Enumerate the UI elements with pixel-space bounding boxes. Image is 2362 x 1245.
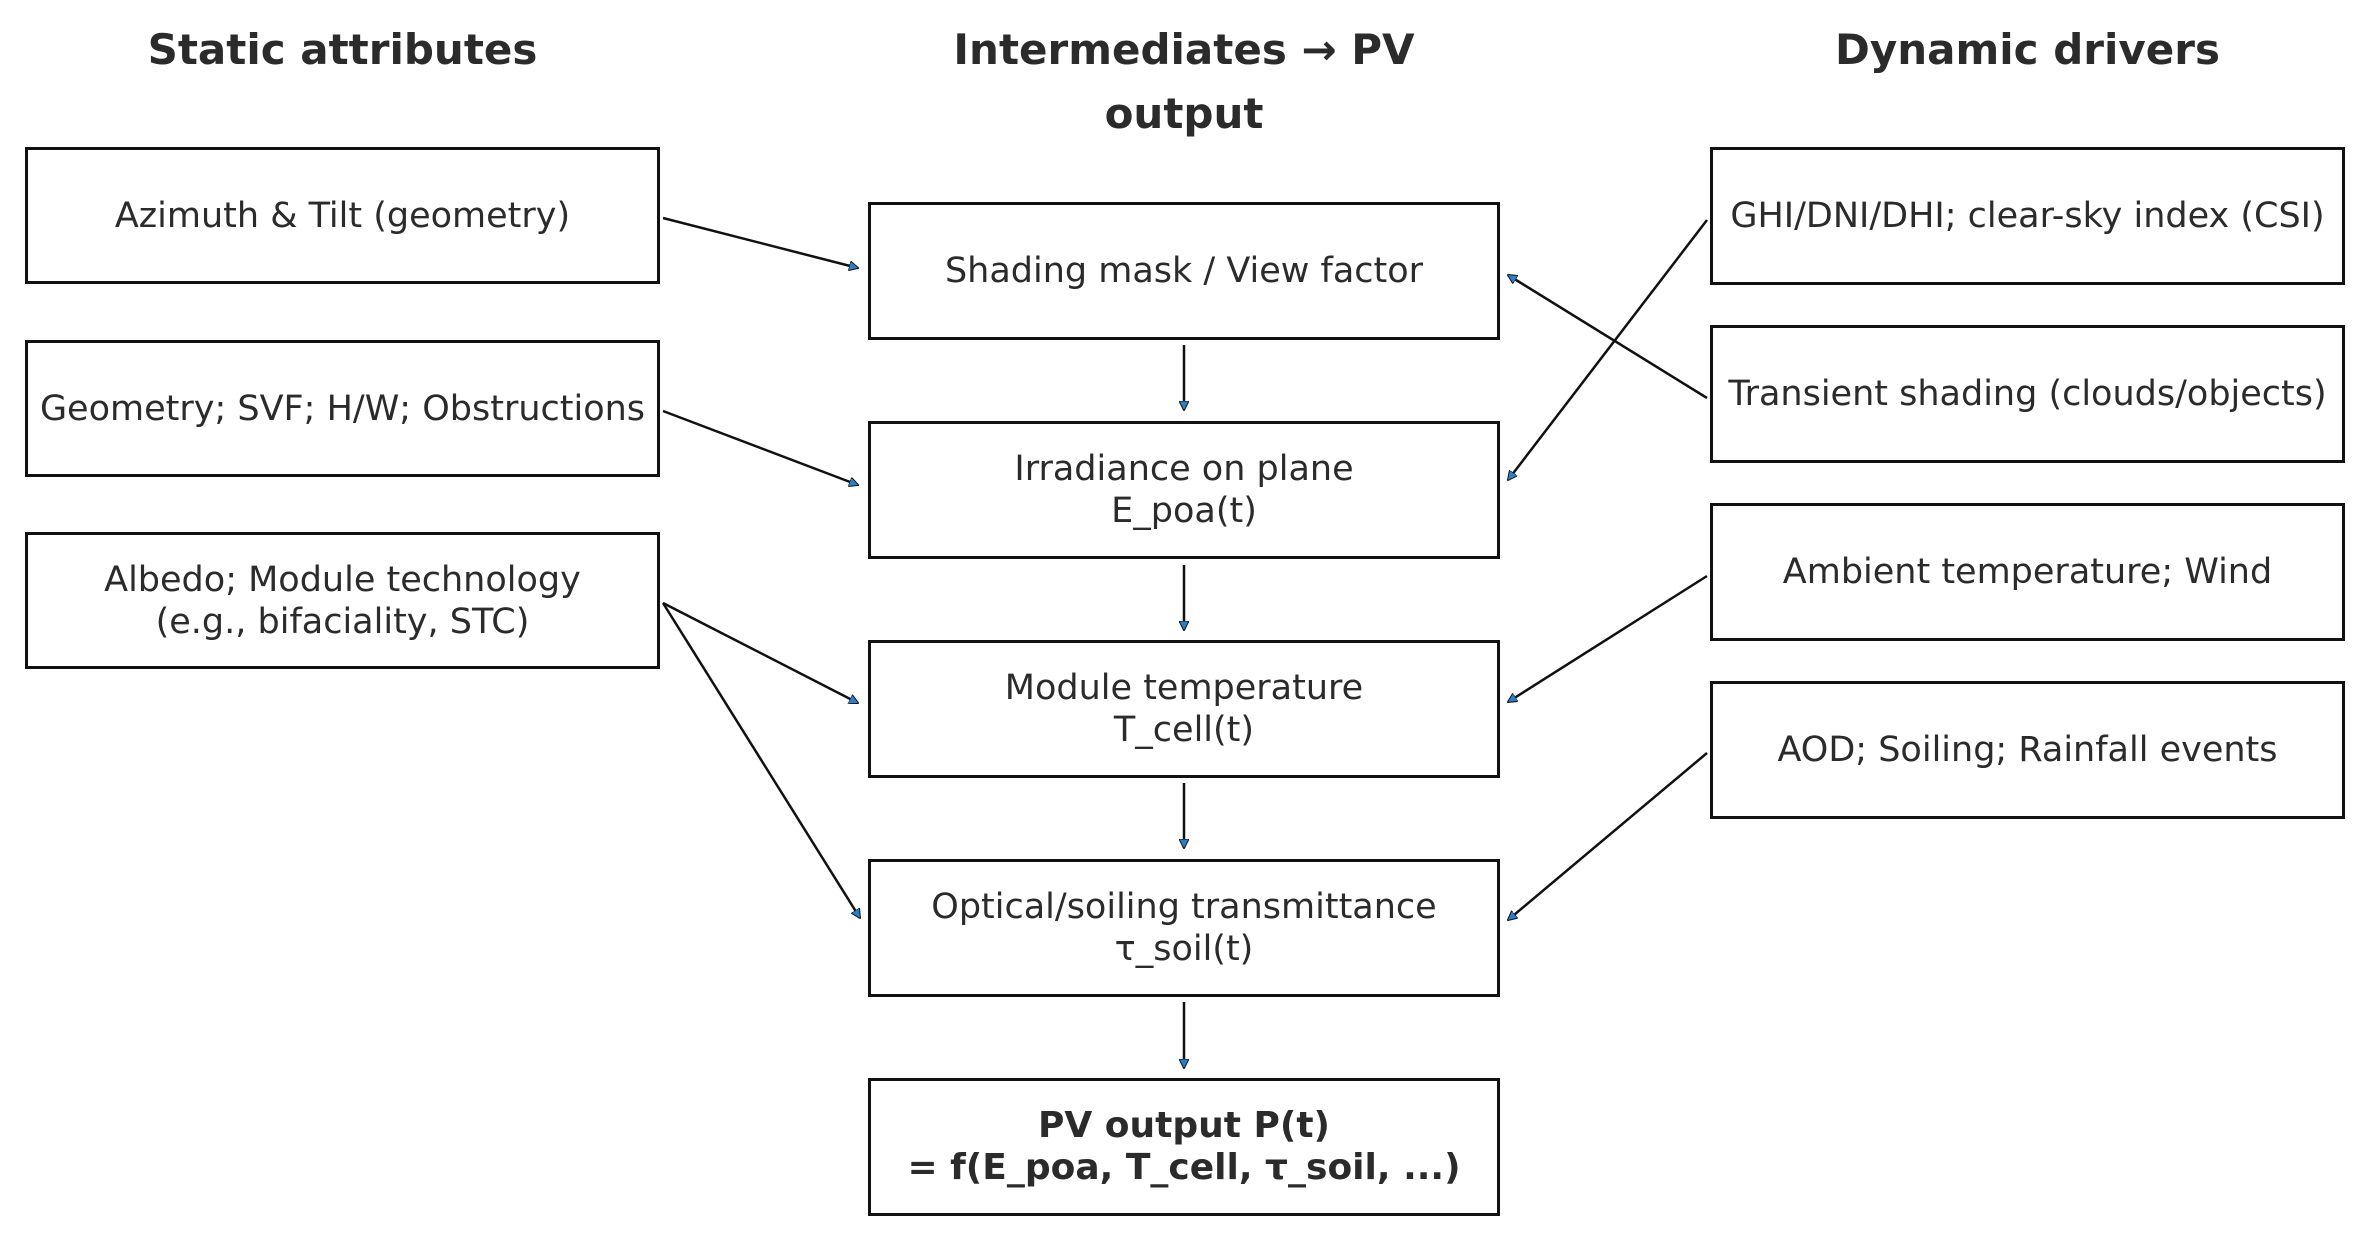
dynamic-drivers-title: Dynamic drivers bbox=[1835, 25, 2220, 74]
box-aod-soiling: AOD; Soiling; Rainfall events bbox=[1710, 681, 2345, 819]
arrow-ambient-to-temperature bbox=[1508, 574, 1708, 702]
box-irradiance-line1: Irradiance on plane bbox=[1014, 449, 1354, 489]
box-module-temperature-line1: Module temperature bbox=[1004, 668, 1364, 708]
arrow-ghi-to-irradiance bbox=[1508, 219, 1708, 480]
box-irradiance-line2: E_poa(t) bbox=[1111, 491, 1257, 531]
box-shading-mask-line1: Shading mask / View factor bbox=[944, 251, 1424, 291]
box-obstructions-line1: Geometry; SVF; H/W; Obstructions bbox=[39, 388, 646, 429]
box-azimuth-tilt: Azimuth & Tilt (geometry) bbox=[25, 147, 660, 284]
box-soiling-transmittance-line1: Optical/soiling transmittance bbox=[931, 887, 1437, 927]
box-ambient-temperature: Ambient temperature; Wind bbox=[1710, 503, 2345, 641]
arrow-albedo-to-temperature bbox=[662, 601, 858, 705]
box-albedo-module: Albedo; Module technology (e.g., bifacia… bbox=[25, 532, 660, 669]
box-module-temperature-line2: T_cell(t) bbox=[1113, 710, 1255, 750]
box-soiling-transmittance-line2: τ_soil(t) bbox=[1114, 929, 1254, 969]
box-irradiance: Irradiance on plane E_poa(t) bbox=[868, 421, 1500, 559]
box-ghi-dni-dhi: GHI/DNI/DHI; clear-sky index (CSI) bbox=[1710, 147, 2345, 285]
box-pv-output: PV output P(t) = f(E_poa, T_cell, τ_soil… bbox=[868, 1078, 1500, 1216]
static-attributes-title: Static attributes bbox=[147, 25, 538, 74]
box-aod-soiling-line1: AOD; Soiling; Rainfall events bbox=[1777, 730, 2278, 770]
box-module-temperature: Module temperature T_cell(t) bbox=[868, 640, 1500, 778]
box-pv-output-line1: PV output P(t) bbox=[1038, 1105, 1330, 1146]
arrow-albedo-to-soiling bbox=[661, 602, 860, 918]
box-transient-shading: Transient shading (clouds/objects) bbox=[1710, 325, 2345, 463]
arrow-obstructions-to-irradiance bbox=[662, 409, 858, 485]
box-ghi-dni-dhi-line1: GHI/DNI/DHI; clear-sky index (CSI) bbox=[1730, 196, 2325, 236]
arrow-geometry-to-shading bbox=[662, 216, 858, 268]
intermediates-title: Intermediates → PV output bbox=[953, 25, 1415, 138]
arrow-transient-to-shading bbox=[1508, 275, 1708, 400]
box-albedo-module-line2: (e.g., bifaciality, STC) bbox=[155, 601, 530, 642]
box-soiling-transmittance: Optical/soiling transmittance τ_soil(t) bbox=[868, 859, 1500, 997]
box-albedo-module-line1: Albedo; Module technology bbox=[104, 559, 581, 600]
arrow-aod-to-soiling bbox=[1508, 752, 1708, 920]
box-transient-shading-line1: Transient shading (clouds/objects) bbox=[1728, 374, 2327, 414]
box-shading-mask: Shading mask / View factor bbox=[868, 202, 1500, 340]
box-azimuth-tilt-line1: Azimuth & Tilt (geometry) bbox=[114, 195, 571, 236]
box-ambient-temperature-line1: Ambient temperature; Wind bbox=[1782, 552, 2273, 592]
box-obstructions: Geometry; SVF; H/W; Obstructions bbox=[25, 340, 660, 477]
box-pv-output-line2: = f(E_poa, T_cell, τ_soil, ...) bbox=[907, 1147, 1461, 1188]
